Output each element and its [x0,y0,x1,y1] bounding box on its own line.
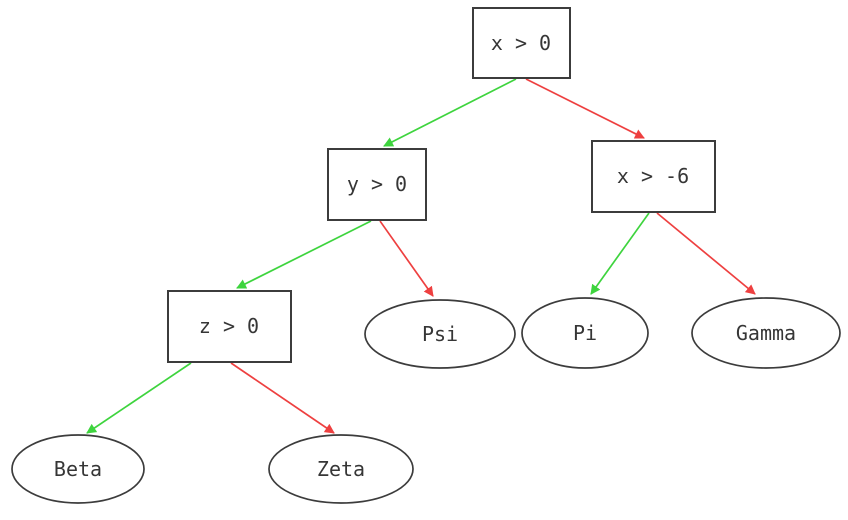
decision-node-z: z > 0 [167,290,292,363]
edge-y-to-psi-false [379,220,434,297]
leaf-node-pi: Pi [521,297,649,369]
edge-xm6-to-pi-true [590,212,650,295]
decision-node-xm6-box [591,140,716,213]
leaf-node-gamma: Gamma [691,297,841,369]
decision-node-y-label: y > 0 [347,172,407,196]
decision-node-z-label: z > 0 [199,314,259,338]
leaf-node-gamma-label: Gamma [736,321,796,345]
edge-root-to-y-true [383,78,517,147]
decision-node-y: y > 0 [327,148,427,221]
edge-z-to-beta-true [86,362,192,434]
decision-node-z-box [167,290,292,363]
decision-node-root: x > 0 [472,7,571,79]
leaf-node-psi-label: Psi [422,322,458,346]
decision-node-xm6-label: x > -6 [617,164,689,188]
leaf-node-beta-label: Beta [54,457,102,481]
edge-root-to-xm6-false [525,78,645,139]
decision-node-root-box [472,7,571,79]
leaf-node-zeta-ellipse [268,434,414,504]
edges-layer [86,78,756,434]
leaf-node-gamma-ellipse [691,297,841,369]
leaf-node-psi: Psi [364,299,516,369]
leaf-node-pi-ellipse [521,297,649,369]
leaf-node-pi-label: Pi [573,321,597,345]
decision-node-xm6: x > -6 [591,140,716,213]
leaf-node-psi-ellipse [364,299,516,369]
edge-xm6-to-gamma-false [656,212,756,295]
leaf-node-beta: Beta [11,434,145,504]
decision-node-root-label: x > 0 [491,31,551,55]
leaf-node-zeta-label: Zeta [317,457,365,481]
edge-z-to-zeta-false [230,362,335,434]
edge-y-to-z-true [236,220,372,289]
leaf-node-beta-ellipse [11,434,145,504]
leaf-node-zeta: Zeta [268,434,414,504]
decision-node-y-box [327,148,427,221]
